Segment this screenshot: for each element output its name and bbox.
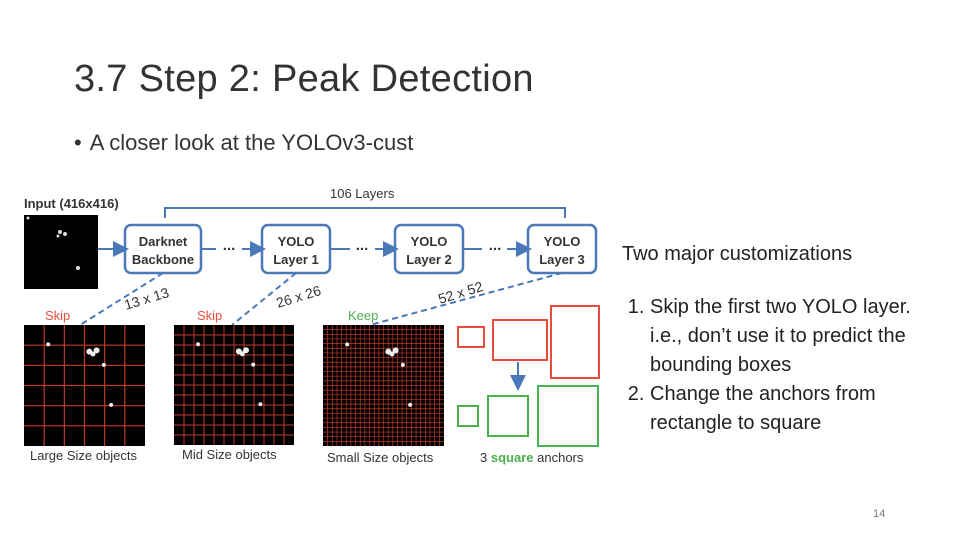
customizations-heading: Two major customizations (622, 243, 853, 265)
object-dot (258, 402, 263, 407)
layers-label: 106 Layers (330, 186, 395, 201)
caption-small: Small Size objects (327, 450, 434, 465)
box-yolo1-line1: YOLO (278, 234, 315, 249)
object-dot (345, 342, 350, 347)
rectangle-anchors (457, 305, 600, 379)
action-label-1: Skip (45, 308, 70, 323)
box-darknet-backbone: Darknet Backbone (123, 223, 203, 275)
anchors-caption-count: 3 (480, 450, 487, 465)
anchors-caption: 3 square anchors (480, 450, 584, 465)
box-yolo-layer-1: YOLO Layer 1 (260, 223, 332, 275)
bullet-point: • A closer look at the YOLOv3-cust (74, 130, 413, 156)
object-dot (93, 347, 100, 354)
object-dot (243, 347, 249, 354)
bullet-dot: • (74, 130, 82, 155)
action-label-3: Keep (348, 308, 378, 323)
object-dot (46, 342, 51, 347)
ellipsis-2: ... (356, 237, 369, 254)
input-label: Input (416x416) (24, 196, 119, 211)
grid-image-large (24, 325, 145, 446)
slide-title: 3.7 Step 2: Peak Detection (74, 58, 534, 100)
grid-size-13: 13 x 13 (122, 284, 171, 313)
object-dot (239, 351, 245, 357)
customization-item-2: Change the anchors from rectangle to squ… (650, 380, 942, 438)
anchors-caption-anchors: anchors (537, 450, 584, 465)
box-yolo-layer-2: YOLO Layer 2 (393, 223, 465, 275)
anchors-caption-square: square (491, 450, 534, 465)
grid-image-mid (174, 325, 294, 445)
box-yolo2-line1: YOLO (411, 234, 448, 249)
object-dot (408, 402, 413, 407)
square-anchors (457, 385, 599, 447)
customizations-list: Skip the first two YOLO layer. i.e., don… (622, 293, 942, 438)
box-yolo1-line2: Layer 1 (273, 252, 319, 267)
customizations-panel: Two major customizations Skip the first … (622, 240, 942, 438)
box-yolo-layer-3: YOLO Layer 3 (526, 223, 598, 275)
object-dot (389, 351, 395, 357)
layers-bracket (164, 207, 566, 218)
box-yolo2-line2: Layer 2 (406, 252, 452, 267)
action-label-2: Skip (197, 308, 222, 323)
bullet-text: A closer look at the YOLOv3-cust (89, 130, 414, 155)
dashed-links (79, 272, 563, 326)
box-yolo3-line2: Layer 3 (539, 252, 585, 267)
input-image (24, 215, 98, 289)
object-dot (400, 362, 405, 367)
customization-item-1: Skip the first two YOLO layer. i.e., don… (650, 293, 942, 380)
grid-image-small (323, 325, 444, 446)
box-darknet-line2: Backbone (132, 252, 194, 267)
yolo-architecture-diagram: Input (416x416) 106 Layers Darknet Backb… (24, 186, 600, 465)
object-dot (251, 362, 256, 367)
object-dot (196, 342, 200, 347)
grid-size-26: 26 x 26 (274, 282, 323, 311)
page-number: 14 (873, 508, 886, 520)
box-darknet-line1: Darknet (139, 234, 188, 249)
input-object-dots (26, 216, 80, 270)
box-yolo3-line1: YOLO (544, 234, 581, 249)
grid-size-52: 52 x 52 (436, 278, 485, 307)
caption-large: Large Size objects (30, 448, 137, 463)
object-dot (90, 351, 96, 357)
ellipsis-1: ... (223, 237, 236, 254)
caption-mid: Mid Size objects (182, 447, 277, 462)
object-dot (109, 402, 114, 407)
object-dot (101, 362, 106, 367)
ellipsis-3: ... (489, 237, 502, 254)
object-dot (392, 347, 399, 354)
